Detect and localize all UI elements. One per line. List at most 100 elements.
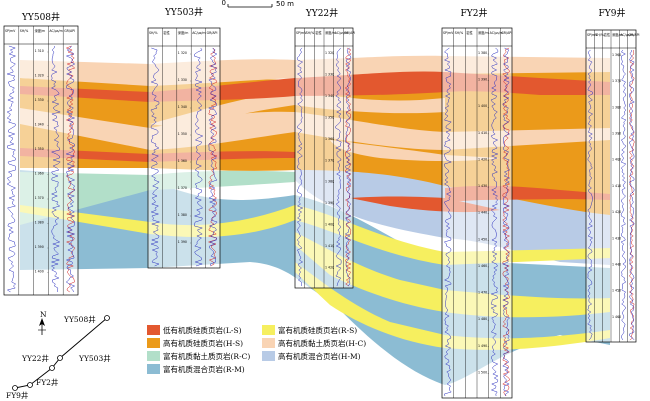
log-column-header: SP/mV [5,29,16,33]
legend-label-r-s: 富有机质硅质页岩(R-S) [278,325,357,335]
well-title: FY9井 [599,7,626,19]
log-column-header: AC/μs/m [335,31,348,35]
well-frame [147,27,221,269]
legend-label-r-c: 富有机质黏土质页岩(R-C) [163,351,250,361]
depth-label: 1 320 [325,51,334,55]
depth-label: 1 420 [478,157,487,161]
legend-swatch-h-c [262,338,275,348]
log-column-header: AC/μs/m [620,33,633,37]
legend-swatch-r-s [262,325,275,335]
log-curve [193,47,204,267]
depth-label: 1 500 [478,370,487,374]
log-curve [150,47,161,267]
log-curve [587,49,594,341]
depth-label: 1 480 [478,317,487,321]
scale-label: 50 m [276,0,294,8]
log-column-header: SP/mV [587,33,598,37]
map-label-yy508: YY508井 [63,314,96,324]
log-column-header: 深度/m [35,28,46,33]
band-r-c [20,170,295,225]
depth-label: 1 440 [612,262,621,266]
well-title: FY2井 [461,7,488,19]
legend-swatch-h-m [262,351,275,361]
log-column-header: GR/API [207,31,218,35]
log-column-header: 岩性 [163,30,170,35]
depth-label: 1 380 [325,180,334,184]
depth-label: 1 420 [612,210,621,214]
depth-label: 1 450 [478,237,487,241]
depth-label: 1 320 [178,51,187,55]
depth-label: 1 390 [478,78,487,82]
log-curve [207,47,218,267]
depth-label: 1 430 [612,236,621,240]
log-column-header: SP/mV [443,31,454,35]
map-well-yy22 [49,365,55,371]
depth-label: 1 400 [612,158,621,162]
legend-swatch-l-s [147,325,160,335]
depth-label: 1 390 [325,201,334,205]
depth-label: 1 370 [178,186,187,190]
map-label-fy2: FY2井 [36,377,59,387]
depth-label: 1 450 [612,289,621,293]
depth-label: 1 400 [35,270,44,274]
depth-label: 1 360 [35,172,44,176]
depth-label: 1 380 [35,221,44,225]
depth-label: 1 340 [325,94,334,98]
well-frame [3,25,79,296]
log-column-header: 深度/m [478,30,489,35]
depth-label: 1 470 [478,291,487,295]
legend-swatch-r-c [147,351,160,361]
depth-label: 1 360 [325,137,334,141]
depth-label: 1 460 [612,315,621,319]
depth-label: 1 380 [612,105,621,109]
depth-label: 1 390 [178,240,187,244]
log-column-header: AC/μs/m [49,29,62,33]
well-title: YY22井 [305,7,338,19]
depth-label: 1 330 [35,98,44,102]
well-title: YY508井 [21,11,60,23]
depth-label: 1 350 [35,147,44,151]
depth-label: 1 370 [325,158,334,162]
north-label: N [40,310,47,319]
scale-bar: 0 50 m [222,0,295,8]
log-column-header: SH/% [149,31,158,35]
log-curve [207,47,218,267]
well-fy9: SP/mVSH/%岩性深度/mAC/μs/mGR/APIFY9井1 3601 3… [585,7,640,343]
legend-swatch-r-m [147,364,160,374]
log-column-header: AC/μs/m [192,31,205,35]
depth-label: 1 440 [478,211,487,215]
depth-label: 1 370 [35,196,44,200]
depth-label: 1 430 [478,184,487,188]
log-curve [620,49,627,341]
log-curve [628,49,635,341]
legend-swatch-h-s [147,338,160,348]
map-label-fy9: FY9井 [6,390,29,400]
map-label-yy22: YY22井 [21,353,49,363]
log-curve [628,49,635,341]
depth-label: 1 370 [612,79,621,83]
log-column-header: GR/API [629,33,640,37]
log-column-header: SH/% [20,29,29,33]
depth-label: 1 350 [325,115,334,119]
depth-label: 1 400 [478,104,487,108]
depth-label: 1 420 [325,266,334,270]
log-curve [344,47,352,287]
depth-label: 1 340 [35,123,44,127]
log-column-header: GR/API [64,29,75,33]
depth-label: 1 410 [325,244,334,248]
depth-label: 1 400 [325,223,334,227]
log-column-header: 岩性 [315,30,322,35]
legend-label-h-c: 高有机质黏土质页岩(H-C) [278,338,366,348]
legend-label-h-m: 高有机质混合页岩(H-M) [278,351,361,361]
depth-label: 1 320 [35,74,44,78]
log-curve [65,45,76,293]
map-label-yy503: YY503井 [78,353,111,363]
log-curve [443,47,453,397]
legend-label-h-s: 高有机质硅质页岩(H-S) [163,338,243,348]
log-curve [344,47,352,287]
